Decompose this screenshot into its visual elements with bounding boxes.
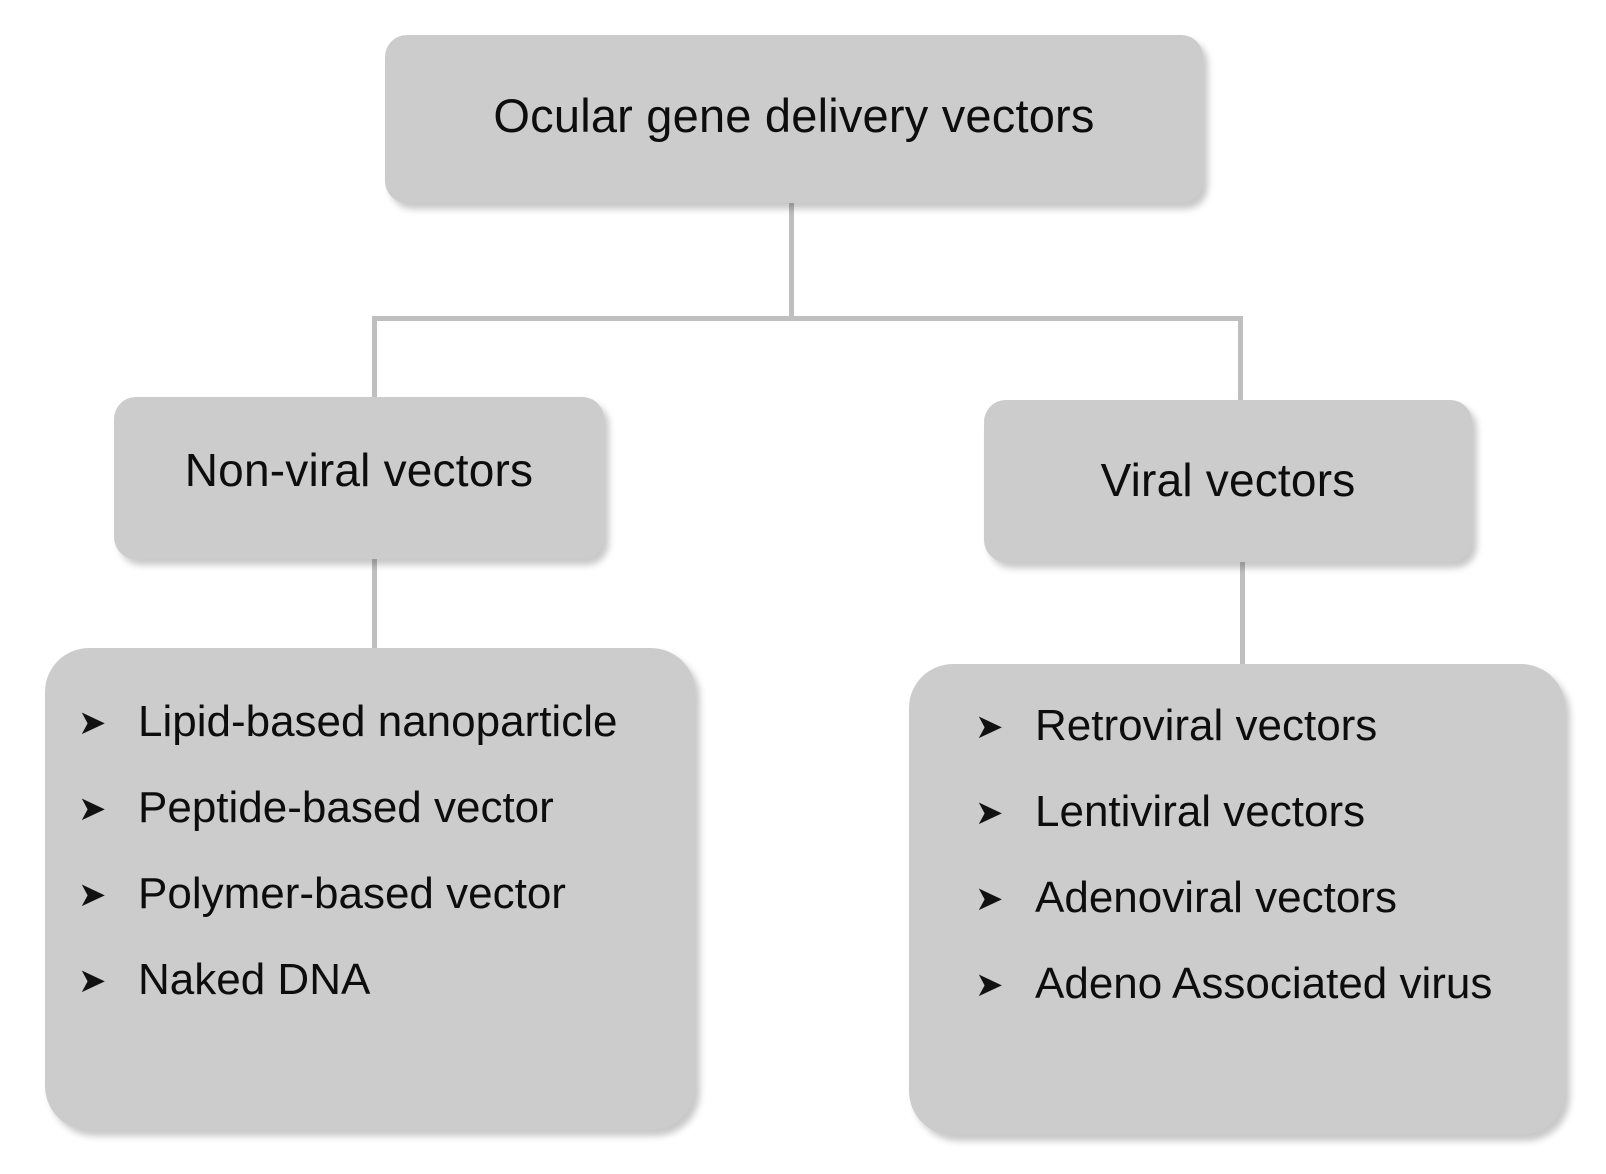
node-viral-vectors: Viral vectors [984,400,1472,562]
connector-right-drop [1238,316,1243,402]
list-item-label: Peptide-based vector [138,783,554,832]
list-item: ➤ Retroviral vectors [975,704,1492,790]
viral-list: ➤ Retroviral vectors ➤ Lentiviral vector… [975,704,1492,1048]
arrow-bullet-icon: ➤ [78,704,107,742]
node-non-viral-vectors-label: Non-viral vectors [184,444,534,496]
list-item: ➤ Lentiviral vectors [975,790,1492,876]
list-item-label: Polymer-based vector [138,869,566,918]
list-item-label: Lipid-based nanoparticle [138,697,618,746]
connector-nonviral-to-list [372,558,377,650]
arrow-bullet-icon: ➤ [975,880,1004,918]
non-viral-list: ➤ Lipid-based nanoparticle ➤ Peptide-bas… [78,700,617,1044]
connector-left-drop [372,316,377,400]
node-root-label: Ocular gene delivery vectors [493,89,1095,142]
connector-horizontal-bus [372,316,1242,321]
node-root: Ocular gene delivery vectors [385,35,1203,203]
node-non-viral-vectors: Non-viral vectors [114,397,604,559]
list-item: ➤ Lipid-based nanoparticle [78,700,617,786]
node-non-viral-list: ➤ Lipid-based nanoparticle ➤ Peptide-bas… [45,648,695,1130]
list-item: ➤ Adenoviral vectors [975,876,1492,962]
arrow-bullet-icon: ➤ [975,966,1004,1004]
arrow-bullet-icon: ➤ [975,708,1004,746]
arrow-bullet-icon: ➤ [975,794,1004,832]
arrow-bullet-icon: ➤ [78,790,107,828]
list-item: ➤ Peptide-based vector [78,786,617,872]
list-item: ➤ Polymer-based vector [78,872,617,958]
list-item-label: Retroviral vectors [1035,701,1378,750]
connector-viral-to-list [1240,560,1245,666]
list-item: ➤ Naked DNA [78,958,617,1044]
node-viral-vectors-label: Viral vectors [1100,454,1356,506]
arrow-bullet-icon: ➤ [78,962,107,1000]
list-item-label: Naked DNA [138,955,371,1004]
list-item-label: Adenoviral vectors [1035,873,1397,922]
node-viral-list: ➤ Retroviral vectors ➤ Lentiviral vector… [909,664,1565,1135]
connector-root-stem [789,203,794,320]
list-item-label: Adeno Associated virus [1035,959,1493,1008]
arrow-bullet-icon: ➤ [78,876,107,914]
list-item: ➤ Adeno Associated virus [975,962,1492,1048]
list-item-label: Lentiviral vectors [1035,787,1366,836]
